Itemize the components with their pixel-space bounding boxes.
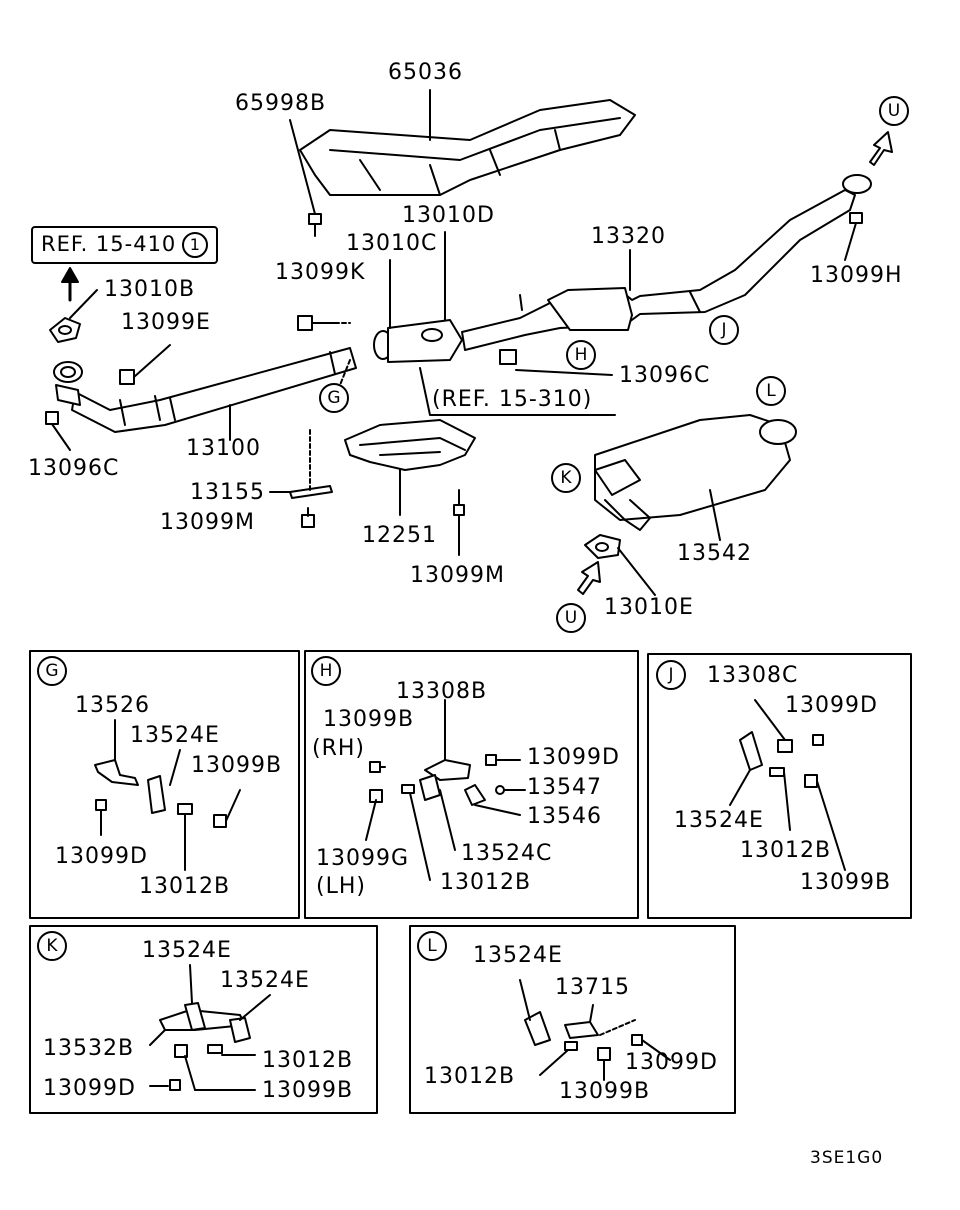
inset-h-label-lh: (LH) xyxy=(316,874,366,899)
inset-k-label-13099D: 13099D xyxy=(43,1076,136,1101)
gasket-13010B xyxy=(49,317,81,343)
label-13010B: 13010B xyxy=(104,277,196,302)
bolt-13099M-left xyxy=(301,507,315,528)
inset-l-label-13012B: 13012B xyxy=(424,1064,516,1089)
inset-k-label-13524E-a: 13524E xyxy=(142,938,232,963)
nut-13096C-left xyxy=(45,411,71,451)
inset-l-label-13524E: 13524E xyxy=(473,943,563,968)
inset-h-label-rh: (RH) xyxy=(312,736,365,761)
inset-j-label-13099B: 13099B xyxy=(800,870,892,895)
reference-15-410-text: REF. 15-410 xyxy=(41,232,177,256)
center-pipe-assembly xyxy=(373,174,872,363)
heat-protector-12251 xyxy=(344,419,476,516)
inset-g-label-13524E: 13524E xyxy=(130,723,220,748)
inset-k-label-13099B: 13099B xyxy=(262,1078,354,1103)
inset-g-label-13012B: 13012B xyxy=(139,874,231,899)
label-13099K: 13099K xyxy=(275,260,366,285)
label-12251: 12251 xyxy=(362,523,437,548)
inset-g-label-13099B: 13099B xyxy=(191,753,283,778)
marker-j-main: J xyxy=(709,315,739,345)
label-13155: 13155 xyxy=(190,480,265,505)
bolt-13099K xyxy=(297,315,351,331)
marker-k-main: K xyxy=(551,463,581,493)
inset-box-g xyxy=(29,650,300,919)
gasket-13010E xyxy=(584,534,656,596)
reference-15-310: (REF. 15-310) xyxy=(432,387,593,412)
label-13096C-left: 13096C xyxy=(28,456,120,481)
reference-circle: 1 xyxy=(182,232,209,258)
bolt-13099M-mid xyxy=(453,489,465,556)
inset-h-label-13546: 13546 xyxy=(527,804,602,829)
inset-box-k xyxy=(29,925,378,1114)
heat-protector-65036 xyxy=(299,99,636,196)
bracket-13155 xyxy=(269,485,333,499)
label-13320: 13320 xyxy=(591,224,666,249)
front-pipe-13100 xyxy=(53,347,357,441)
marker-l-main: L xyxy=(756,376,786,406)
label-13099M-left: 13099M xyxy=(160,510,255,535)
inset-k-parts xyxy=(149,964,271,1091)
inset-g-parts xyxy=(94,719,241,871)
inset-j-label-13308C: 13308C xyxy=(707,663,799,688)
drawing-code: 3SE1G0 xyxy=(810,1148,884,1168)
label-13099E: 13099E xyxy=(121,310,211,335)
inset-k-label-13532B: 13532B xyxy=(43,1036,135,1061)
marker-g-main: G xyxy=(319,383,349,413)
marker-h-main: H xyxy=(566,340,596,370)
inset-h-label-13524C: 13524C xyxy=(461,841,553,866)
inset-l-label-13099D: 13099D xyxy=(625,1050,718,1075)
inset-h-label-13547: 13547 xyxy=(527,775,602,800)
inset-k-label-13012B: 13012B xyxy=(262,1048,354,1073)
nut-13099E xyxy=(119,344,171,385)
inset-g-label-13099D: 13099D xyxy=(55,844,148,869)
inset-l-parts xyxy=(519,979,671,1081)
marker-u-top: U xyxy=(879,96,909,126)
bolt-65998B xyxy=(289,119,322,237)
inset-j-label-13099D: 13099D xyxy=(785,693,878,718)
inset-h-label-13308B: 13308B xyxy=(396,679,488,704)
inset-k-label-13524E-b: 13524E xyxy=(220,968,310,993)
label-13010D: 13010D xyxy=(402,203,495,228)
inset-h-label-13099B: 13099B xyxy=(323,707,415,732)
inset-l-label-13715: 13715 xyxy=(555,975,630,1000)
label-13100: 13100 xyxy=(186,436,261,461)
inset-h-parts xyxy=(365,699,526,881)
label-65036: 65036 xyxy=(388,60,463,85)
label-13010C: 13010C xyxy=(346,231,438,256)
inset-g-marker: G xyxy=(37,656,67,686)
inset-h-label-13012B: 13012B xyxy=(440,870,532,895)
label-65998B: 65998B xyxy=(235,91,327,116)
inset-h-marker: H xyxy=(311,656,341,686)
inset-box-h xyxy=(304,650,639,919)
main-muffler-13542 xyxy=(594,414,797,541)
inset-h-label-13099D: 13099D xyxy=(527,745,620,770)
inset-l-label-13099B: 13099B xyxy=(559,1079,651,1104)
label-13010E: 13010E xyxy=(604,595,694,620)
inset-j-label-13524E: 13524E xyxy=(674,808,764,833)
inset-h-label-13099G: 13099G xyxy=(316,846,410,871)
marker-u-bottom: U xyxy=(556,603,586,633)
inset-g-label-13526: 13526 xyxy=(75,693,150,718)
inset-k-marker: K xyxy=(37,931,67,961)
inset-box-l xyxy=(409,925,736,1114)
label-13542: 13542 xyxy=(677,541,752,566)
inset-j-parts xyxy=(729,699,846,871)
label-13099H: 13099H xyxy=(810,263,903,288)
inset-box-j xyxy=(647,653,912,919)
nut-13096C-right xyxy=(499,349,613,376)
inset-l-marker: L xyxy=(417,931,447,961)
inset-j-marker: J xyxy=(656,660,686,690)
label-13096C-right: 13096C xyxy=(619,363,711,388)
bolt-13099H xyxy=(844,212,863,261)
label-13099M-mid: 13099M xyxy=(410,563,505,588)
inset-j-label-13012B: 13012B xyxy=(740,838,832,863)
